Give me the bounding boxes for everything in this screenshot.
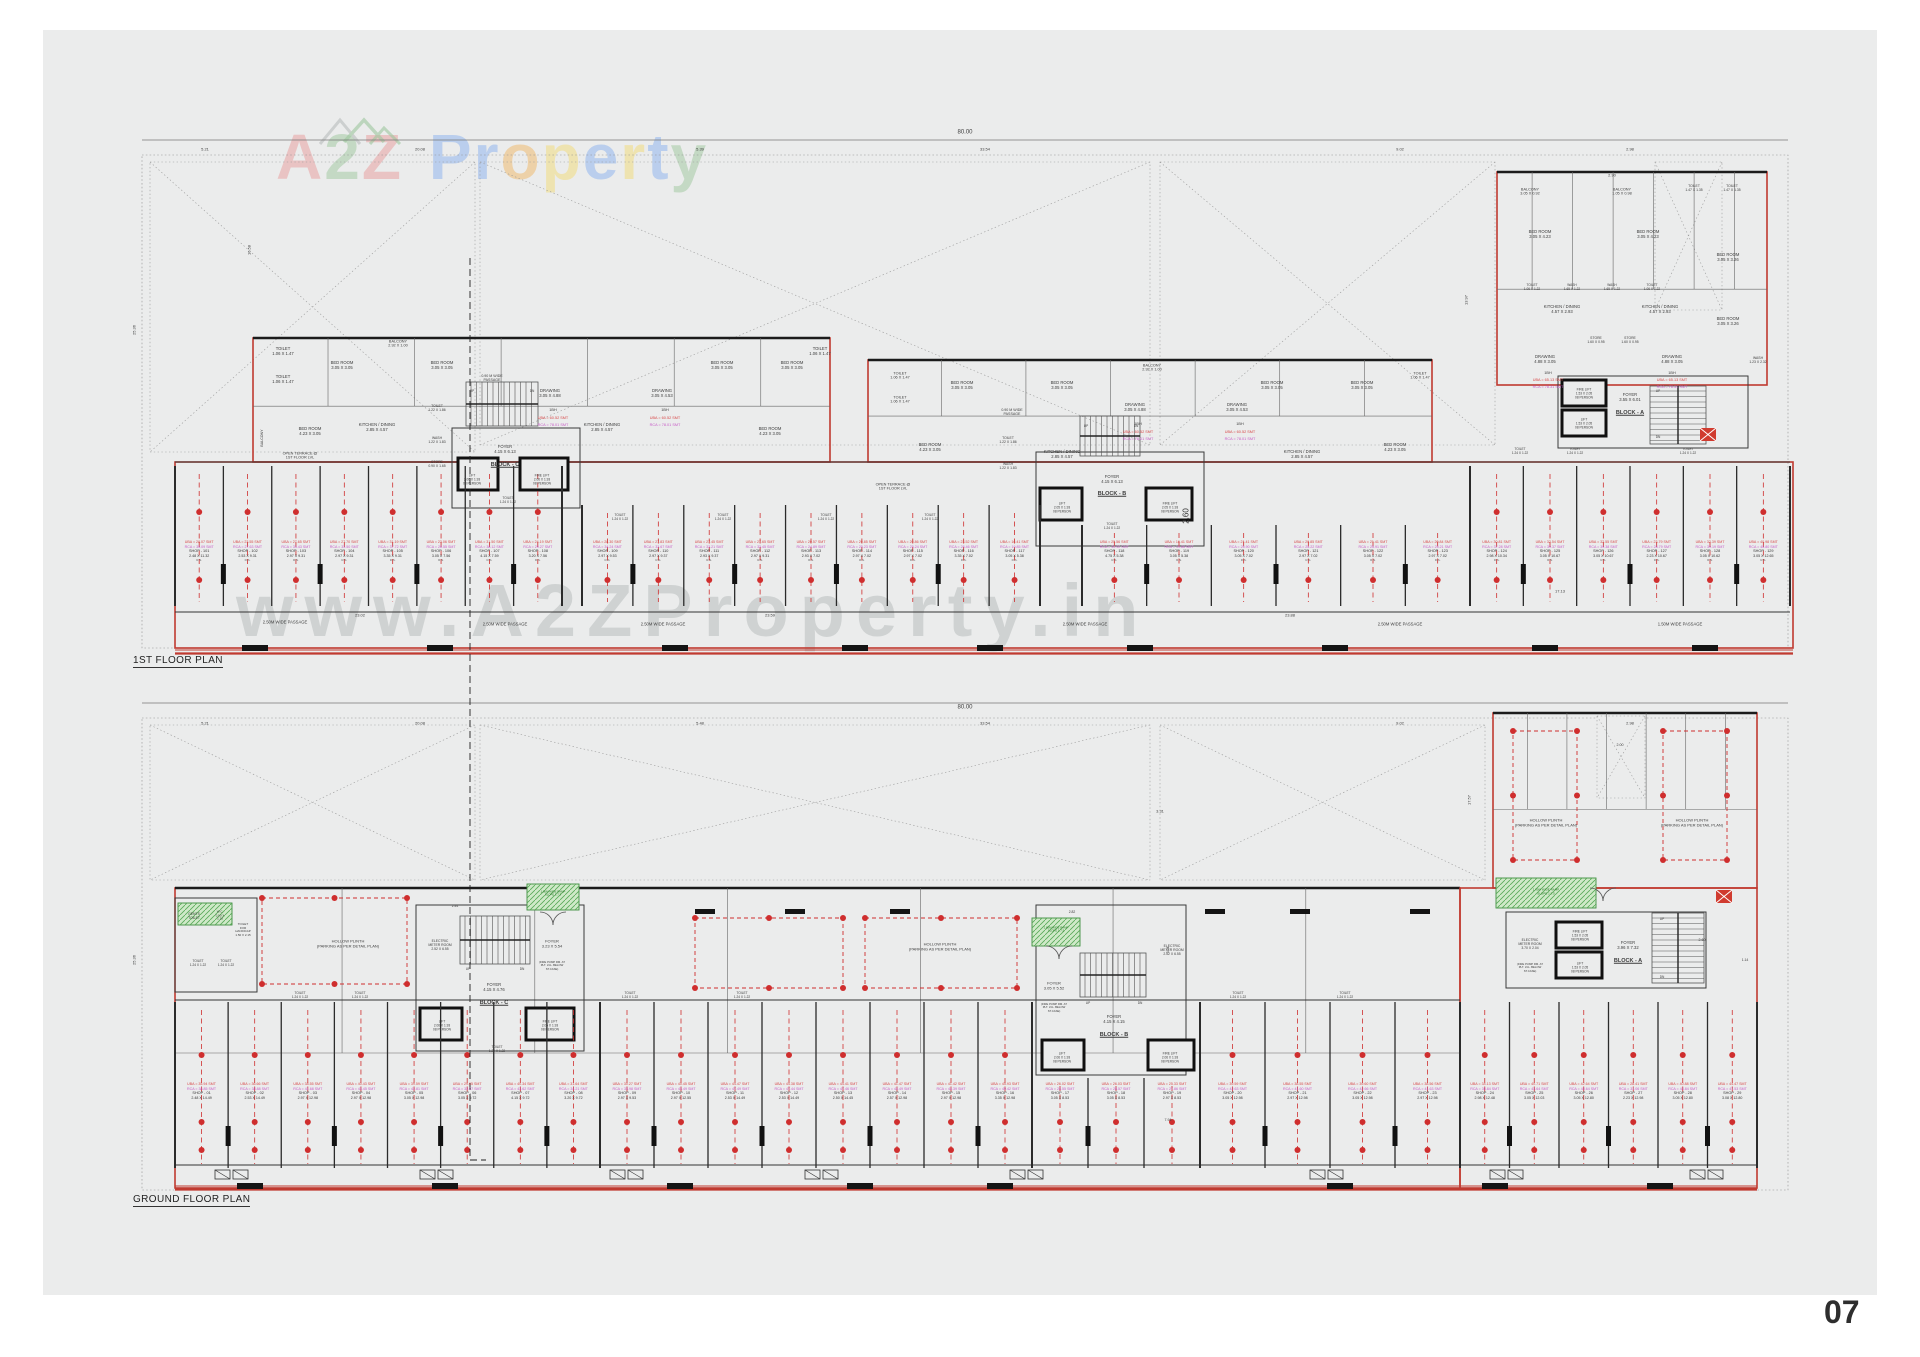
first-plan	[141, 139, 1794, 655]
watermark-letter: r	[620, 121, 648, 193]
watermark-letter: p	[541, 121, 583, 193]
watermark-letter: e	[582, 121, 621, 193]
watermark-house-icon	[318, 117, 402, 146]
drawing-sheet	[43, 30, 1877, 1295]
watermark-letter: P	[428, 121, 474, 193]
website-watermark: www.A2ZProperty.in	[236, 569, 1150, 652]
ground-floor-plan-title: GROUND FLOOR PLAN	[133, 1194, 251, 1207]
watermark-letter: t	[647, 121, 671, 193]
first-floor-plan-title: 1ST FLOOR PLAN	[133, 655, 223, 668]
watermark-letter: y	[670, 121, 709, 193]
watermark-letter: r	[473, 121, 501, 193]
page-number: 07	[1824, 1294, 1860, 1330]
ground-plan	[141, 702, 1789, 1191]
watermark-letter: o	[500, 121, 542, 193]
watermark-letter: A	[276, 121, 325, 193]
